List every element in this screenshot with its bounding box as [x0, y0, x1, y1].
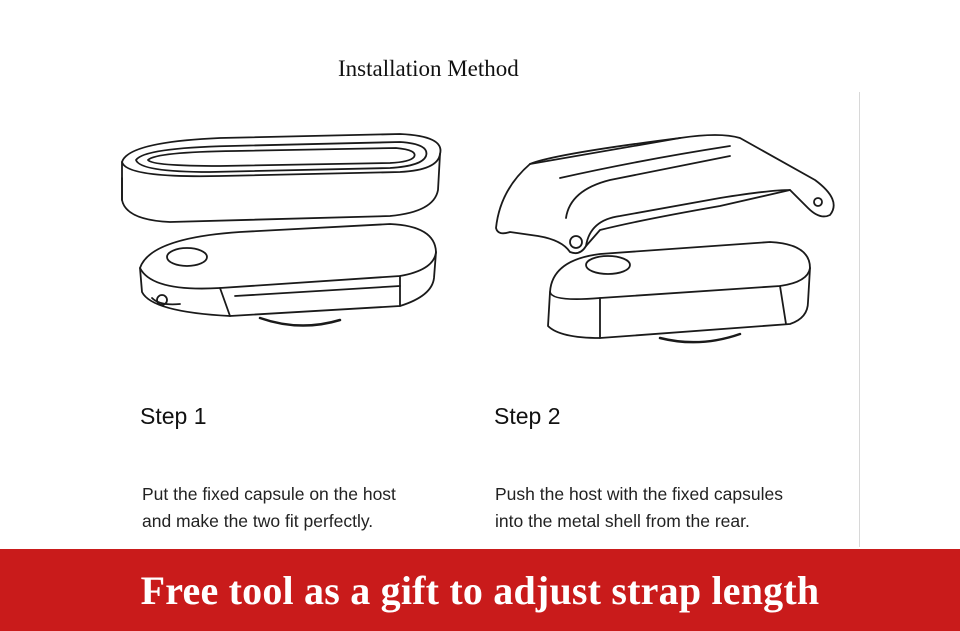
right-divider — [859, 92, 860, 547]
step-1-desc-line-1: Put the fixed capsule on the host — [142, 484, 396, 504]
step-2-description: Push the host with the fixed capsules in… — [495, 481, 783, 535]
promo-banner-text: Free tool as a gift to adjust strap leng… — [140, 567, 820, 613]
page-title: Installation Method — [338, 56, 519, 81]
step-1-description: Put the fixed capsule on the host and ma… — [142, 481, 396, 535]
step-1-label: Step 1 — [140, 403, 207, 429]
capsule-above-host-icon — [100, 120, 450, 345]
host-into-shell-icon — [490, 120, 845, 360]
step-1-desc-line-2: and make the two fit perfectly. — [142, 511, 374, 531]
step-2-desc-line-2: into the metal shell from the rear. — [495, 511, 750, 531]
promo-banner: Free tool as a gift to adjust strap leng… — [0, 549, 960, 631]
step-2-label: Step 2 — [494, 403, 561, 429]
step-2-desc-line-1: Push the host with the fixed capsules — [495, 484, 783, 504]
